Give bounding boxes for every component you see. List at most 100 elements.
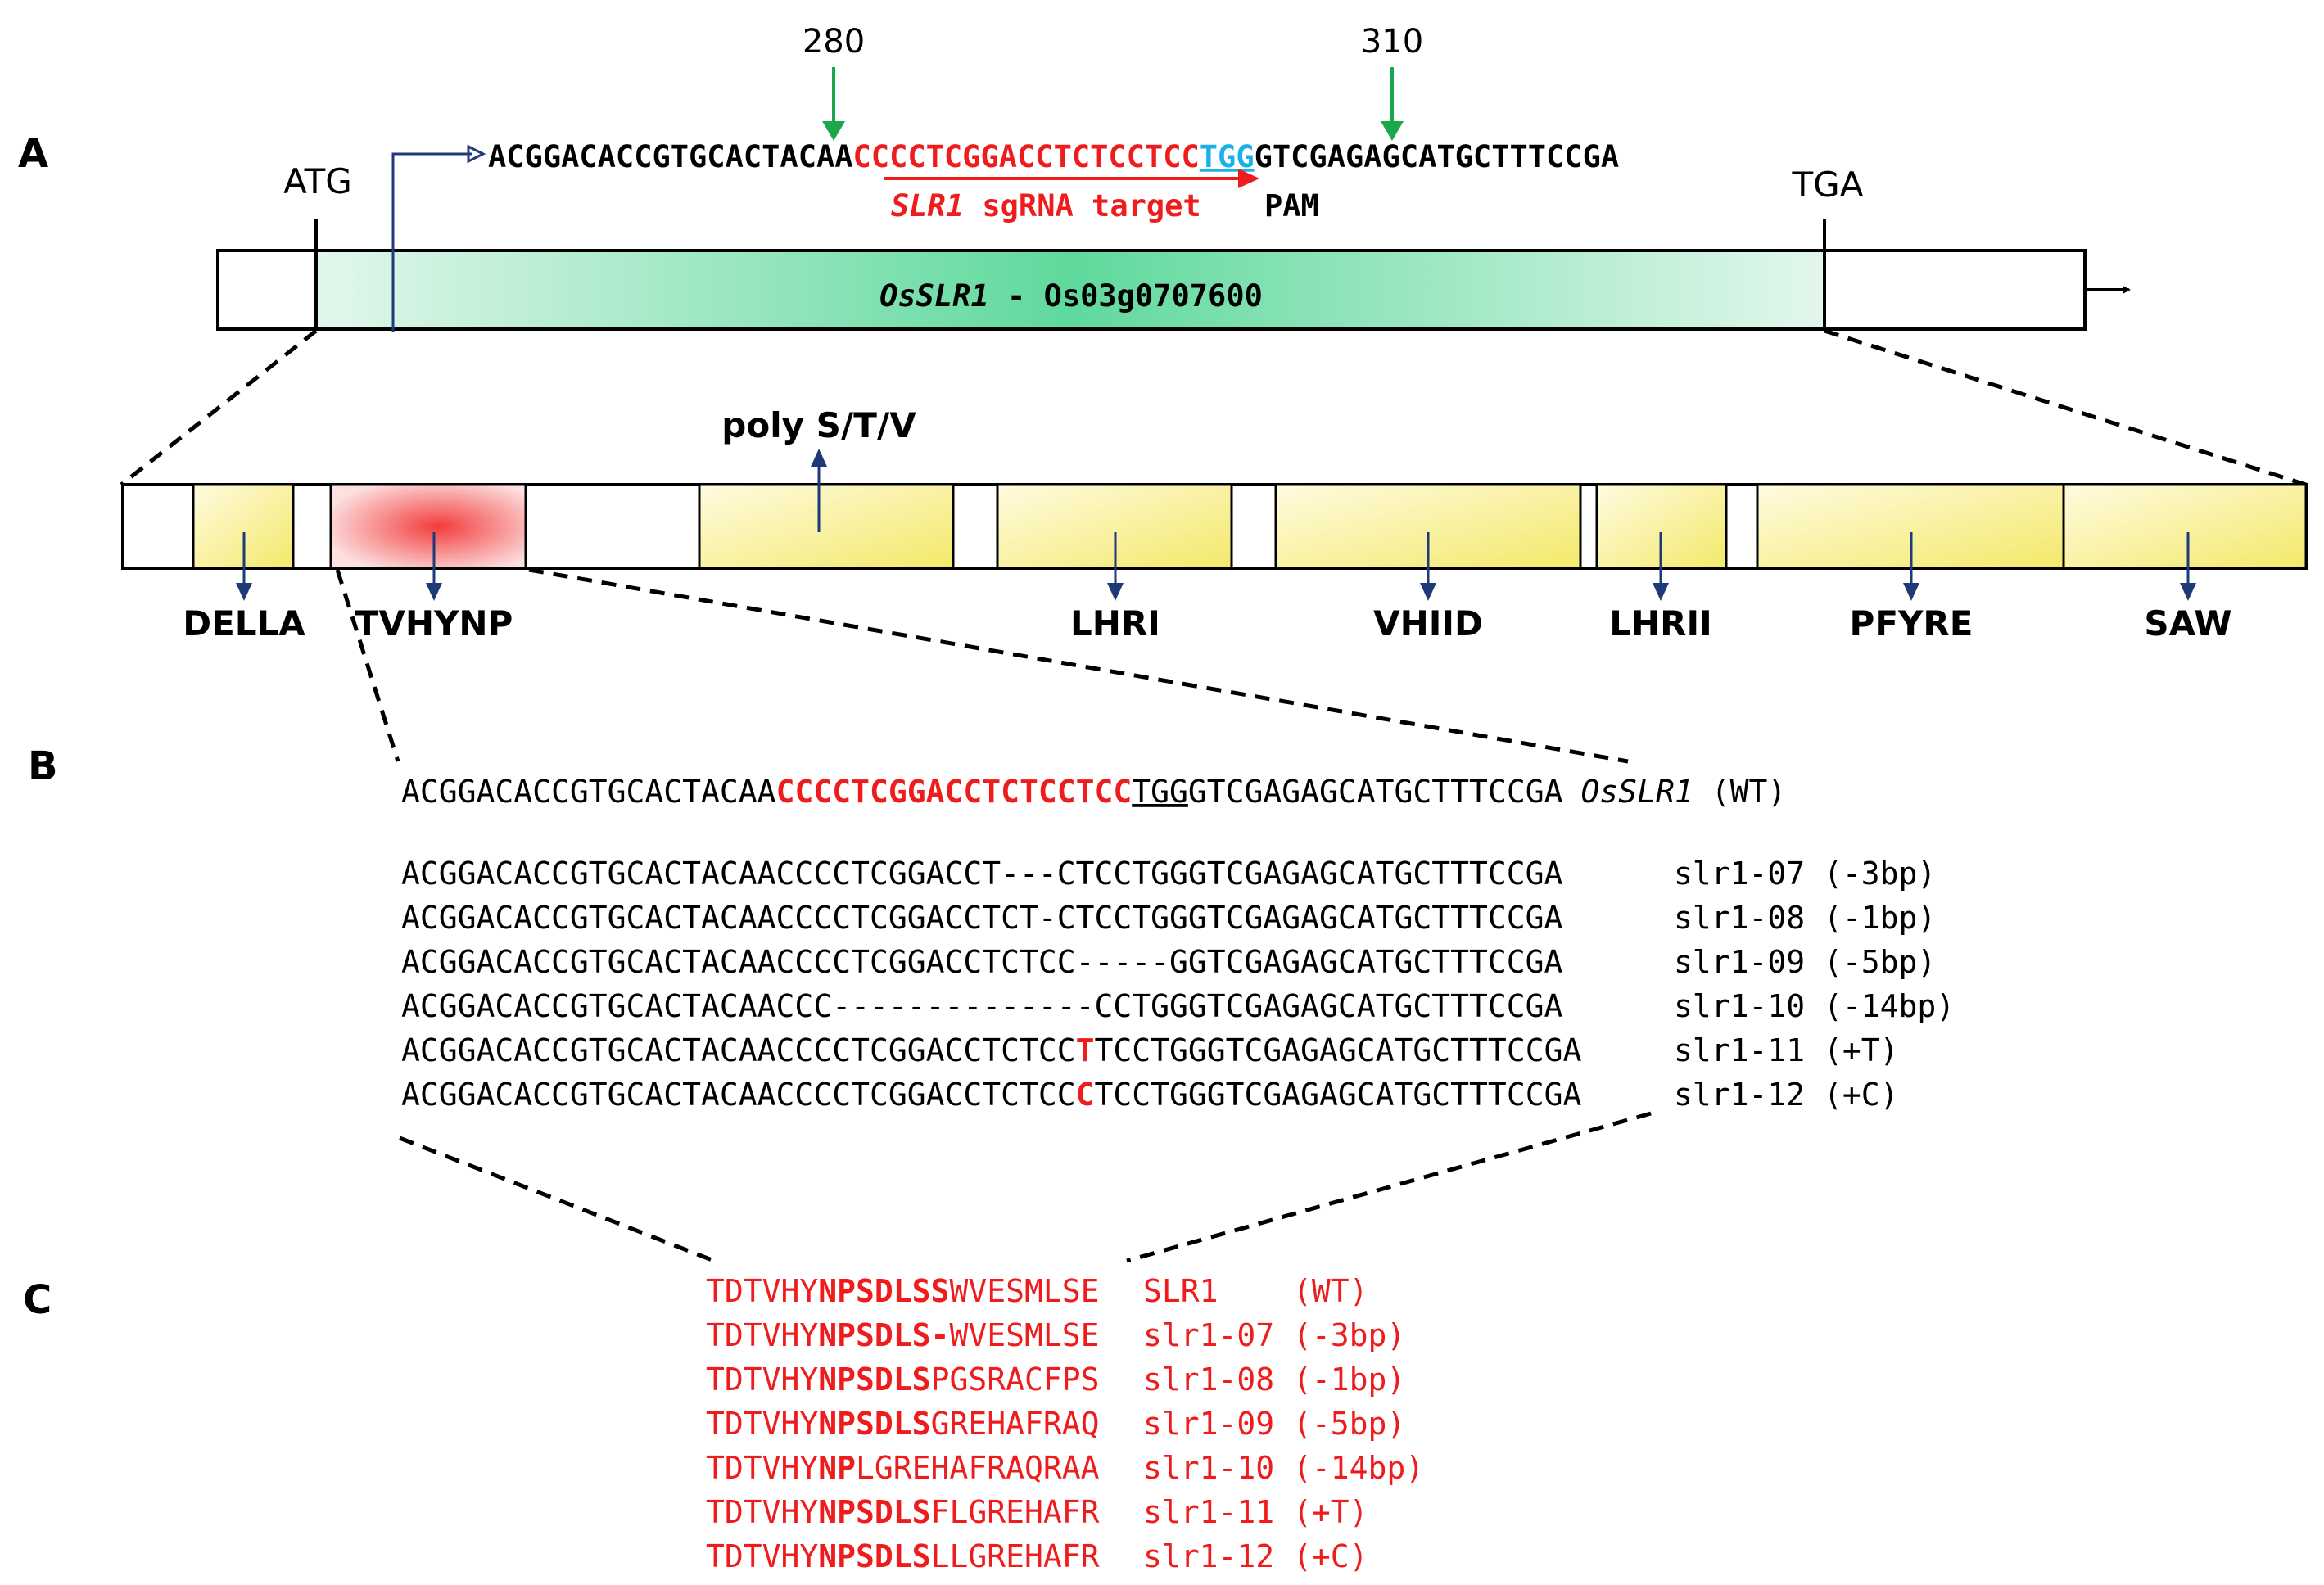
gene-name: OsSLR1 - Os03g0707600 <box>879 278 1263 314</box>
protein-suffix: WVESMLSE <box>949 1273 1099 1309</box>
seq-prefix: ACGGACACCGTGCACTACAA <box>488 139 853 174</box>
zoom-line-c-right <box>1126 1111 1652 1263</box>
mutant-label: slr1-10 (-14bp) <box>1674 988 1955 1024</box>
protein-domain-bar <box>121 483 2308 570</box>
protein-label: slr1-09 (-5bp) <box>1143 1406 1405 1442</box>
wt-seq-target: CCCCTCGGACCTCTCCTCC <box>776 774 1133 810</box>
poly-stv-arrow <box>811 449 827 532</box>
protein-sequence-row: TDTVHYNPSDLS-WVESMLSE <box>706 1317 1099 1353</box>
protein-bold-segment: NPSDLS <box>818 1538 930 1574</box>
protein-label: SLR1 (WT) <box>1143 1273 1368 1309</box>
domain-label-della: DELLA <box>183 603 305 643</box>
gene-cds-box <box>314 249 1826 331</box>
protein-sequence-row: TDTVHYNPLGREHAFRAQRAA <box>706 1450 1100 1486</box>
position-label-310: 310 <box>1361 23 1423 61</box>
mutant-seq-rest: TCCTGGGTCGAGAGCATGCTTTCCGA <box>1095 1032 1582 1068</box>
panel-label-c: C <box>23 1277 52 1323</box>
wt-seq-suffix: GTCGAGAGCATGCTTTCCGA <box>1188 774 1563 810</box>
protein-label: slr1-10 (-14bp) <box>1143 1450 1424 1486</box>
domain-arrow-tvhynp <box>426 532 442 601</box>
position-marker-280: 280 <box>803 23 865 141</box>
insertion-base: T <box>1076 1032 1095 1068</box>
mutant-seq: ACGGACACCGTGCACTACAACCCCTCGGACCTCTCC <box>401 1032 1076 1068</box>
mutant-alignment: ACGGACACCGTGCACTACAACCCCTCGGACCT---CTCCT… <box>401 856 1955 1113</box>
start-codon-label: ATG <box>283 161 352 201</box>
gene-model: OsSLR1 - Os03g0707600 <box>216 219 2131 331</box>
protein-bold-segment: NPSDLS <box>818 1494 930 1530</box>
mutant-seq: ACGGACACCGTGCACTACAACCC--------------CCT… <box>401 988 1563 1024</box>
domain-arrow-vhiid <box>1420 532 1436 601</box>
mutant-label: slr1-09 (-5bp) <box>1674 944 1936 980</box>
mutant-seq: ACGGACACCGTGCACTACAACCCCTCGGACCTCTCC <box>401 1077 1076 1113</box>
domain-label-tvhynp: TVHYNP <box>355 603 513 643</box>
domain-arrow-della <box>236 532 252 601</box>
protein-label: slr1-07 (-3bp) <box>1143 1317 1405 1353</box>
pam-label: PAM <box>1264 188 1319 224</box>
sequence-position-pointer <box>391 144 486 332</box>
protein-bold-segment: NP <box>818 1450 856 1486</box>
protein-prefix: TDTVHY <box>706 1406 818 1442</box>
protein-prefix: TDTVHY <box>706 1317 818 1353</box>
zoom-line-left <box>120 329 318 486</box>
mutant-sequence-row: ACGGACACCGTGCACTACAACCCCTCGGACCTCTCC----… <box>401 944 1563 980</box>
gene-target-sequence: ACGGACACCGTGCACTACAACCCCTCGGACCTCTCCTCCT… <box>488 139 1619 174</box>
protein-suffix: PGSRACFPS <box>931 1361 1100 1398</box>
stop-codon-label: TGA <box>1792 165 1864 205</box>
mutant-sequence-row: ACGGACACCGTGCACTACAACCCCTCGGACCT---CTCCT… <box>401 856 1563 892</box>
sgrna-target-arrow <box>884 169 1259 188</box>
mutant-label: slr1-08 (-1bp) <box>1674 900 1936 936</box>
domain-arrow-saw <box>2180 532 2196 601</box>
protein-bold-segment: NPSDLSS <box>818 1273 949 1309</box>
mutant-seq: ACGGACACCGTGCACTACAACCCCTCGGACCTCTCC----… <box>401 944 1563 980</box>
mutant-sequence-row: ACGGACACCGTGCACTACAACCCCTCGGACCTCT-CTCCT… <box>401 900 1563 936</box>
sgrna-label: SLR1 sgRNA target <box>891 188 1201 224</box>
domain-arrow-lhri <box>1107 532 1124 601</box>
domain-label-vhiid: VHIID <box>1373 603 1483 643</box>
domain-label-lhri: LHRI <box>1070 603 1160 643</box>
protein-suffix: LLGREHAFR <box>931 1538 1100 1574</box>
zoom-line-b-left <box>335 569 400 762</box>
domain-poly-stv <box>698 483 955 570</box>
protein-suffix: FLGREHAFR <box>931 1494 1100 1530</box>
domain-label-saw: SAW <box>2144 603 2231 643</box>
protein-suffix: LGREHAFRAQRAA <box>856 1450 1100 1486</box>
protein-label: slr1-12 (+C) <box>1143 1538 1368 1574</box>
domain-arrow-lhrii <box>1653 532 1669 601</box>
domain-labels: DELLA TVHYNP LHRI VHIID LHRII PFYRE SAW <box>183 603 2231 643</box>
mutant-label: slr1-11 (+T) <box>1674 1032 1899 1068</box>
zoom-line-b-right <box>528 567 1629 764</box>
protein-sequence-row: TDTVHYNPSDLSPGSRACFPS <box>706 1361 1099 1398</box>
mutant-seq: ACGGACACCGTGCACTACAACCCCTCGGACCT---CTCCT… <box>401 856 1563 892</box>
wt-tag: (WT) <box>1711 774 1787 810</box>
domain-tvhynp <box>329 483 527 570</box>
domain-label-lhrii: LHRII <box>1609 603 1712 643</box>
mutant-sequence-row: ACGGACACCGTGCACTACAACCC--------------CCT… <box>401 988 1563 1024</box>
protein-sequence-row: TDTVHYNPSDLSLLGREHAFR <box>706 1538 1100 1574</box>
wt-seq-prefix: ACGGACACCGTGCACTACAA <box>401 774 776 810</box>
sgrna-label-gene: SLR1 <box>891 188 964 224</box>
mutant-label: slr1-07 (-3bp) <box>1674 856 1936 892</box>
seq-suffix: GTCGAGAGCATGCTTTCCGA <box>1255 139 1620 174</box>
protein-bold-segment: NPSDLS <box>818 1406 930 1442</box>
protein-prefix: TDTVHY <box>706 1538 818 1574</box>
position-label-280: 280 <box>803 23 865 61</box>
protein-prefix: TDTVHY <box>706 1450 818 1486</box>
gene-name-italic: OsSLR1 <box>879 278 989 314</box>
protein-sequence-row: TDTVHYNPSDLSFLGREHAFR <box>706 1494 1100 1530</box>
seq-pam: TGG <box>1200 139 1255 174</box>
zoom-line-right <box>1824 328 2307 487</box>
mutant-label: slr1-12 (+C) <box>1674 1077 1899 1113</box>
protein-prefix: TDTVHY <box>706 1361 818 1398</box>
protein-label: slr1-11 (+T) <box>1143 1494 1368 1530</box>
mutant-seq-rest: TCCTGGGTCGAGAGCATGCTTTCCGA <box>1095 1077 1582 1113</box>
wt-seq-pam: TGG <box>1132 774 1188 810</box>
mutant-sequence-row: ACGGACACCGTGCACTACAACCCCTCGGACCTCTCCTTCC… <box>401 1032 1581 1068</box>
protein-suffix: GREHAFRAQ <box>931 1406 1100 1442</box>
seq-sgrna-target: CCCCTCGGACCTCTCCTCC <box>853 139 1200 174</box>
protein-sequence-row: TDTVHYNPSDLSSWVESMLSE <box>706 1273 1099 1309</box>
poly-stv-label: poly S/T/V <box>721 405 916 445</box>
protein-label: slr1-08 (-1bp) <box>1143 1361 1405 1398</box>
protein-prefix: TDTVHY <box>706 1273 818 1309</box>
